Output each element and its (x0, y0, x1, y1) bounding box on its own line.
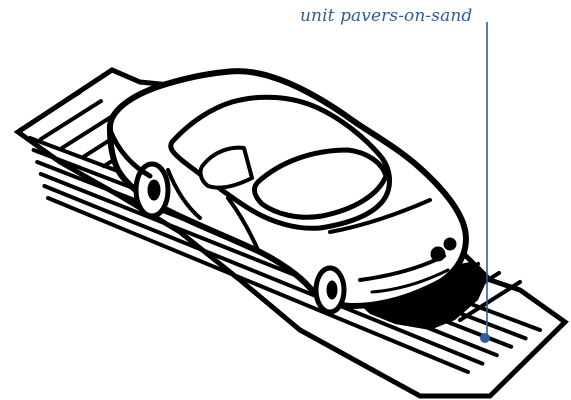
callout-leader (480, 22, 490, 343)
car-icon (110, 71, 466, 312)
callout-label: unit pavers-on-sand (300, 6, 472, 26)
